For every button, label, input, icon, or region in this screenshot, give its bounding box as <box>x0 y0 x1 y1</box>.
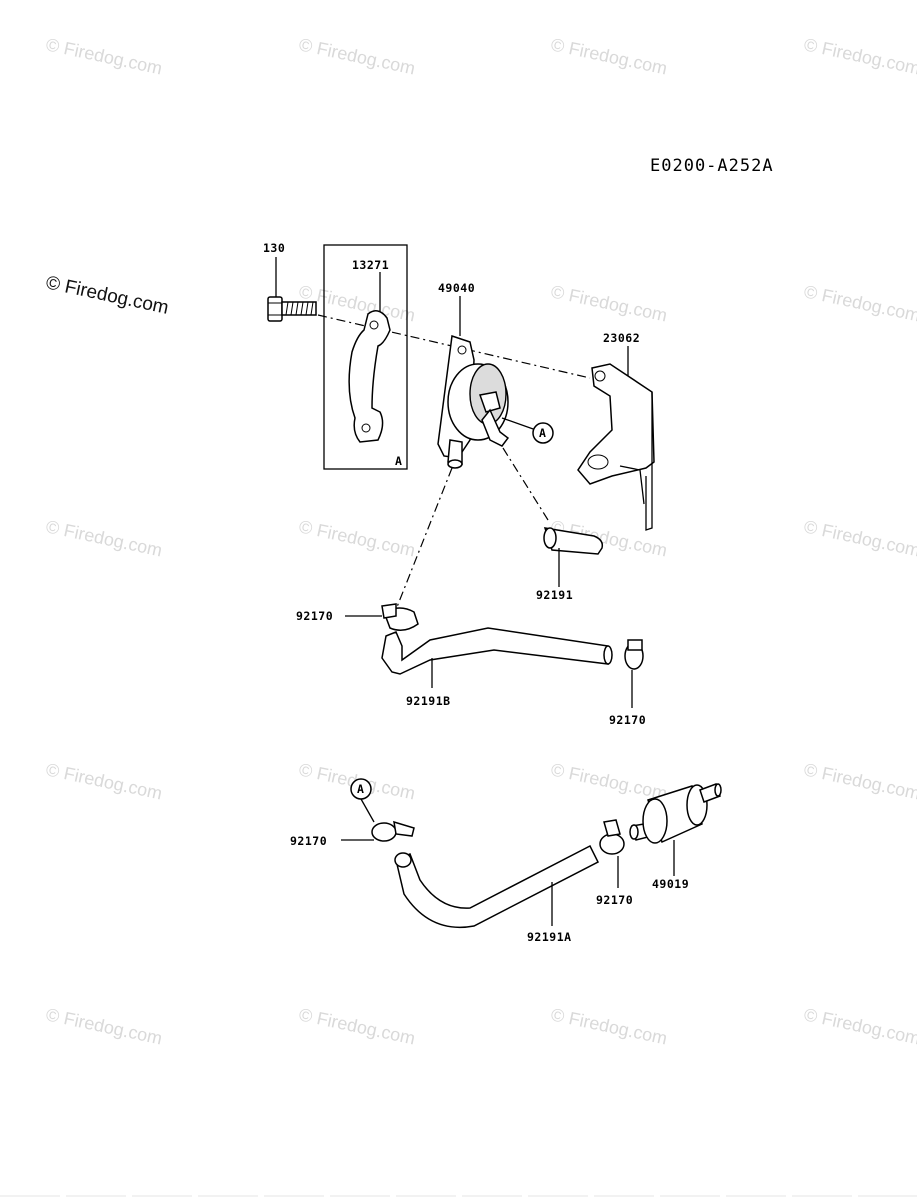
watermark: © Firedog.com <box>802 34 917 78</box>
part-label-92170-a: 92170 <box>296 609 333 623</box>
clamp-92170-right <box>624 639 644 670</box>
clamp-92170-lower-left <box>371 820 415 842</box>
fuel-filter-49019 <box>629 783 722 844</box>
watermark: © Firedog.com <box>44 1004 164 1048</box>
hose-cap-92191 <box>543 527 604 555</box>
watermark: © Firedog.com <box>549 34 669 78</box>
part-label-92191B: 92191B <box>406 694 451 708</box>
watermark: © Firedog.com <box>297 34 417 78</box>
watermark: © Firedog.com <box>44 759 164 803</box>
watermark: © Firedog.com <box>549 1004 669 1048</box>
watermark: © Firedog.com <box>297 516 417 560</box>
bolt-130 <box>267 257 317 322</box>
watermark: © Firedog.com <box>44 34 164 78</box>
callout-A-upper-text: A <box>539 426 546 440</box>
watermark-layer: © Firedog.com © Firedog.com © Firedog.co… <box>44 34 917 1048</box>
part-label-130: 130 <box>263 241 285 255</box>
part-label-92170-c: 92170 <box>290 834 327 848</box>
part-label-49040: 49040 <box>438 281 475 295</box>
watermark: © Firedog.com <box>549 281 669 325</box>
callout-A-lower-text: A <box>357 782 364 796</box>
watermark: © Firedog.com <box>297 1004 417 1048</box>
clamp-92170-left <box>381 603 419 631</box>
part-label-23062: 23062 <box>603 331 640 345</box>
watermark: © Firedog.com <box>802 1004 917 1048</box>
hose-92191B <box>381 627 609 675</box>
part-label-92191: 92191 <box>536 588 573 602</box>
watermark: © Firedog.com <box>549 759 669 803</box>
assembly-axis-line <box>502 447 549 521</box>
bracket-23062 <box>577 363 655 531</box>
gasket-13271 <box>348 310 391 443</box>
watermark: © Firedog.com <box>802 281 917 325</box>
watermark: © Firedog.com <box>44 516 164 560</box>
diagram-code: E0200-A252A <box>650 156 774 176</box>
hose-92191A <box>395 844 600 929</box>
kit-box-label: A <box>395 454 402 468</box>
part-label-49019: 49019 <box>652 877 689 891</box>
kit-box <box>323 244 408 470</box>
callout-A-upper: A <box>532 422 554 444</box>
clamp-92170-lower-right <box>599 819 625 855</box>
assembly-axis-line <box>394 467 453 613</box>
part-label-92170-b: 92170 <box>609 713 646 727</box>
fuel-pump-49040 <box>437 335 510 469</box>
part-label-92191A: 92191A <box>527 930 572 944</box>
watermark: © Firedog.com <box>802 759 917 803</box>
part-label-13271: 13271 <box>352 258 389 272</box>
watermark-prominent: © Firedog.com <box>44 272 171 319</box>
part-label-92170-d: 92170 <box>596 893 633 907</box>
watermark: © Firedog.com <box>802 516 917 560</box>
callout-A-lower: A <box>350 778 372 800</box>
